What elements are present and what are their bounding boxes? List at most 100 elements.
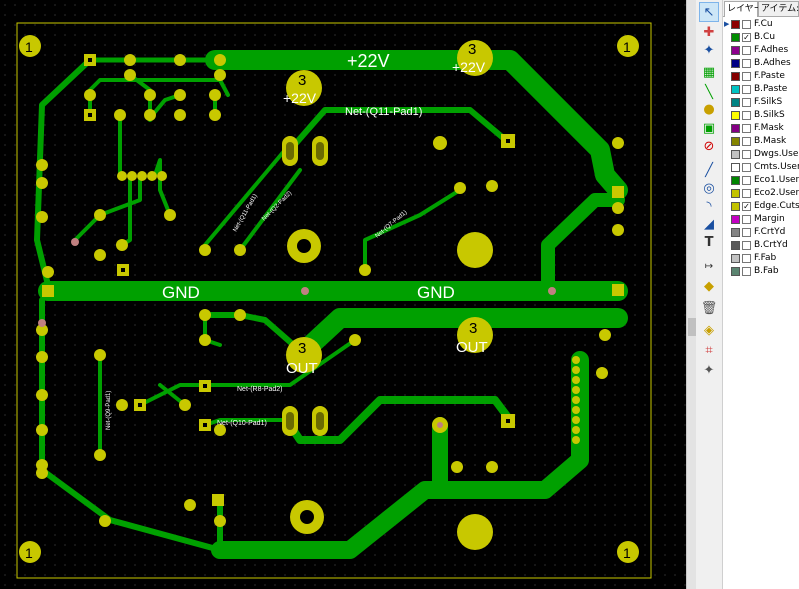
select-arrow-icon[interactable]: ↖ <box>699 2 719 22</box>
layer-color-swatch[interactable] <box>731 137 740 146</box>
add-keepout-icon[interactable]: ⊘ <box>703 138 715 154</box>
layer-name: B.Mask <box>754 136 787 146</box>
add-arc-icon[interactable]: ◝ <box>706 198 712 214</box>
scrollbar-thumb[interactable] <box>688 318 696 336</box>
add-via-icon[interactable]: ● <box>703 101 715 117</box>
set-origin-icon[interactable]: ◈ <box>704 322 714 338</box>
layer-row[interactable]: F.SilkS <box>723 96 799 109</box>
layer-visibility-checkbox[interactable] <box>742 124 751 133</box>
layer-row[interactable]: Eco1.User <box>723 174 799 187</box>
layer-row[interactable]: B.Mask <box>723 135 799 148</box>
layer-color-swatch[interactable] <box>731 98 740 107</box>
layer-visibility-checkbox[interactable]: ✓ <box>742 33 751 42</box>
layer-visibility-checkbox[interactable] <box>742 46 751 55</box>
route-track-icon[interactable]: ╲ <box>705 84 713 100</box>
layer-row[interactable]: B.Paste <box>723 83 799 96</box>
pad-big[interactable] <box>457 514 493 550</box>
add-text-icon[interactable]: T <box>704 234 714 250</box>
add-target-icon[interactable]: ◆ <box>704 278 714 294</box>
add-circle-icon[interactable]: ◎ <box>703 180 715 196</box>
layer-row[interactable]: B.Fab <box>723 265 799 278</box>
mounting-hole[interactable] <box>19 35 41 57</box>
layer-color-swatch[interactable] <box>731 124 740 133</box>
mounting-hole[interactable] <box>617 35 639 57</box>
layer-color-swatch[interactable] <box>731 33 740 42</box>
pad-big[interactable] <box>457 232 493 268</box>
label-net-q11: Net-(Q11-Pad1) <box>345 106 422 118</box>
layer-color-swatch[interactable] <box>731 189 740 198</box>
layer-row[interactable]: Dwgs.User <box>723 148 799 161</box>
layer-color-swatch[interactable] <box>731 202 740 211</box>
layer-row[interactable]: B.SilkS <box>723 109 799 122</box>
pad-big[interactable] <box>286 70 322 106</box>
layer-row[interactable]: ▶F.Cu <box>723 18 799 31</box>
layer-color-swatch[interactable] <box>731 111 740 120</box>
layer-visibility-checkbox[interactable] <box>742 254 751 263</box>
layer-color-swatch[interactable] <box>731 150 740 159</box>
layer-row[interactable]: Cmts.User <box>723 161 799 174</box>
mounting-hole[interactable] <box>617 541 639 563</box>
pad-big[interactable] <box>457 317 493 353</box>
layer-visibility-checkbox[interactable] <box>742 111 751 120</box>
layer-row[interactable]: F.Paste <box>723 70 799 83</box>
layer-row[interactable]: B.Adhes <box>723 57 799 70</box>
layer-visibility-checkbox[interactable] <box>742 163 751 172</box>
mounting-hole[interactable] <box>19 541 41 563</box>
canvas-scrollbar[interactable] <box>686 0 697 589</box>
layer-visibility-checkbox[interactable] <box>742 72 751 81</box>
layer-row[interactable]: F.Mask <box>723 122 799 135</box>
layer-color-swatch[interactable] <box>731 59 740 68</box>
layer-visibility-checkbox[interactable] <box>742 215 751 224</box>
pcb-canvas[interactable]: +22V GND GND 3 +22V 3 +22V 3 OUT 3 OUT N… <box>0 0 686 589</box>
pad-big[interactable] <box>286 337 322 373</box>
measure-icon[interactable]: ✦ <box>703 362 715 378</box>
add-polygon-icon[interactable]: ◢ <box>704 216 714 232</box>
grid-origin-icon[interactable]: ⌗ <box>705 342 713 358</box>
layer-visibility-checkbox[interactable] <box>742 241 751 250</box>
layer-visibility-checkbox[interactable] <box>742 85 751 94</box>
layer-color-swatch[interactable] <box>731 228 740 237</box>
layer-visibility-checkbox[interactable] <box>742 150 751 159</box>
layer-color-swatch[interactable] <box>731 46 740 55</box>
layer-color-swatch[interactable] <box>731 215 740 224</box>
pad-big[interactable] <box>457 40 493 76</box>
layer-row[interactable]: ✓Edge.Cuts <box>723 200 799 213</box>
layer-visibility-checkbox[interactable] <box>742 189 751 198</box>
layer-row[interactable]: ✓B.Cu <box>723 31 799 44</box>
layer-row[interactable]: F.Fab <box>723 252 799 265</box>
layer-visibility-checkbox[interactable] <box>742 20 751 29</box>
layer-color-swatch[interactable] <box>731 163 740 172</box>
add-dimension-icon[interactable]: ↦ <box>704 260 714 272</box>
layer-visibility-checkbox[interactable] <box>742 98 751 107</box>
layer-row[interactable]: F.CrtYd <box>723 226 799 239</box>
highlight-net-icon[interactable]: ✚ <box>703 24 715 40</box>
right-toolbar: ↖ ✚ ✦ ▦ ╲ ● ▣ ⊘ ╱ ◎ ◝ ◢ T ↦ ◆ 🗑 ◈ ⌗ ✦ <box>696 0 723 589</box>
add-line-icon[interactable]: ╱ <box>705 162 713 178</box>
layer-visibility-checkbox[interactable] <box>742 176 751 185</box>
tab-layers[interactable]: レイヤー <box>724 1 763 17</box>
add-zone-icon[interactable]: ▣ <box>702 120 716 136</box>
layer-color-swatch[interactable] <box>731 241 740 250</box>
layer-visibility-checkbox[interactable] <box>742 137 751 146</box>
layer-row[interactable]: B.CrtYd <box>723 239 799 252</box>
layer-visibility-checkbox[interactable] <box>742 59 751 68</box>
layer-row[interactable]: Margin <box>723 213 799 226</box>
layer-color-swatch[interactable] <box>731 176 740 185</box>
label-cap-num: 3 <box>298 340 306 357</box>
layer-row[interactable]: F.Adhes <box>723 44 799 57</box>
track-plus22v <box>205 50 628 200</box>
layer-color-swatch[interactable] <box>731 267 740 276</box>
layer-row[interactable]: Eco2.User <box>723 187 799 200</box>
layer-name: F.Fab <box>754 253 777 263</box>
add-footprint-icon[interactable]: ▦ <box>702 64 716 80</box>
tab-items[interactable]: アイテム: <box>758 1 799 16</box>
layer-color-swatch[interactable] <box>731 85 740 94</box>
layer-color-swatch[interactable] <box>731 20 740 29</box>
layer-visibility-checkbox[interactable] <box>742 228 751 237</box>
layer-color-swatch[interactable] <box>731 72 740 81</box>
local-ratsnest-icon[interactable]: ✦ <box>703 42 715 58</box>
layer-visibility-checkbox[interactable] <box>742 267 751 276</box>
layer-color-swatch[interactable] <box>731 254 740 263</box>
layer-visibility-checkbox[interactable]: ✓ <box>742 202 751 211</box>
delete-icon[interactable]: 🗑 <box>700 300 718 316</box>
